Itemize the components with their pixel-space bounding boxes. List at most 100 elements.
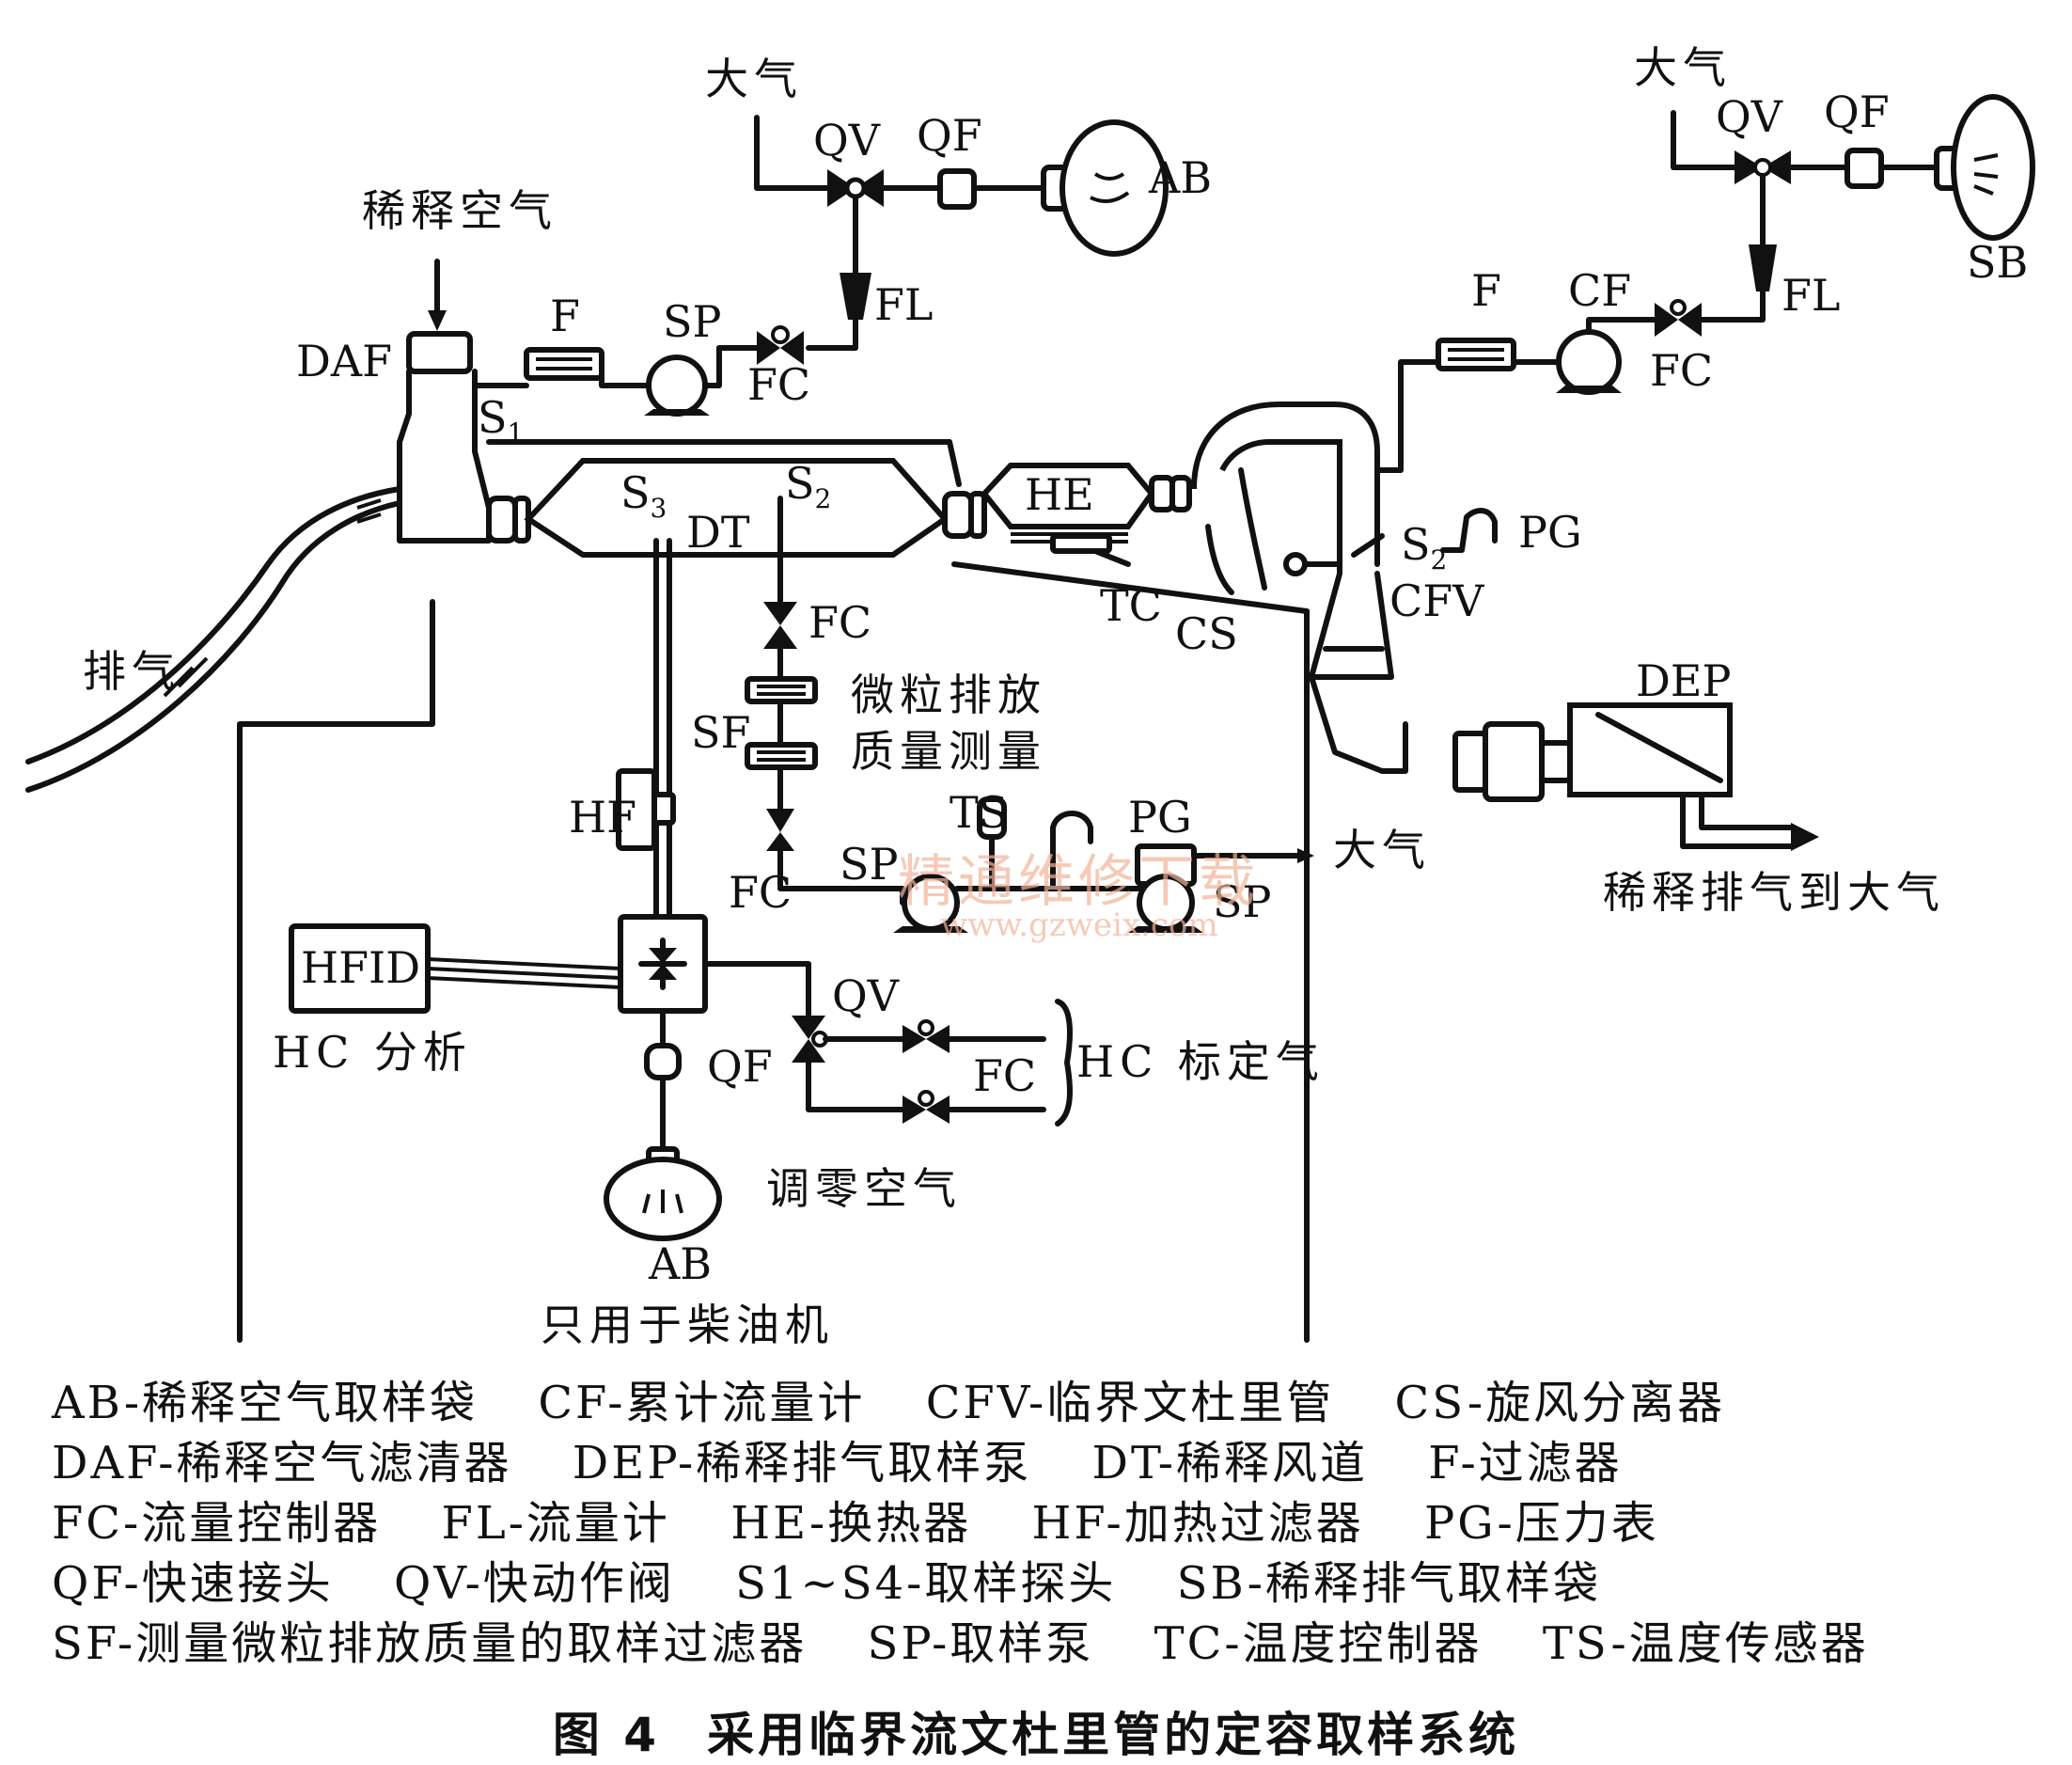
label-dilute-exhaust: 稀释排气到大气 (1603, 867, 1945, 918)
sample-pump-top (644, 355, 710, 417)
label-qf-right: QF (1824, 87, 1890, 137)
figure-caption: 图 4 采用临界流文杜里管的定容取样系统 (0, 1697, 2072, 1765)
label-particle-2: 质量测量 (851, 726, 1046, 777)
particulate-pumps (893, 796, 1314, 933)
legend-item: SP-取样泵 (867, 1617, 1094, 1670)
filter-right (1436, 338, 1516, 371)
cyclone-separator (1191, 402, 1380, 595)
label-pg-mid: PG (1128, 792, 1192, 843)
label-f-left: F (550, 291, 580, 341)
legend-item: HE-换热器 (730, 1497, 972, 1550)
quick-valve-low (792, 1016, 828, 1063)
sample-pump-mid-right (1128, 843, 1203, 933)
label-fc-cal: FC (973, 1050, 1036, 1101)
legend-item: CS-旋风分离器 (1394, 1377, 1726, 1429)
label-qv-right: QV (1716, 91, 1783, 142)
label-s2-right: S2 (1401, 519, 1447, 575)
watermark: 精通维修下载 (898, 849, 1259, 915)
label-dt: DT (686, 507, 750, 558)
label-diesel-only: 只用于柴油机 (541, 1300, 834, 1350)
legend-item: SB-稀释排气取样袋 (1176, 1557, 1601, 1610)
cumulative-flow-meter (1556, 329, 1622, 395)
flow-controller-low (766, 809, 794, 851)
label-cf: CF (1568, 265, 1631, 316)
figure-number: 图 4 (552, 1708, 661, 1762)
legend-item: DAF-稀释空气滤清器 (52, 1437, 512, 1489)
legend-item: S1~S4-取样探头 (735, 1557, 1117, 1610)
flow-meter-left (840, 273, 871, 320)
flow-controller-cal-2 (903, 1090, 950, 1124)
label-f-right: F (1471, 265, 1501, 316)
top-right-bag-branch (1360, 94, 2035, 473)
dilute-exhaust-pump (1452, 702, 1819, 851)
label-cs: CS (1175, 608, 1238, 659)
sample-pump-branch-top (472, 345, 722, 417)
exhaust-pipe (25, 486, 402, 793)
label-hfid: HFID (301, 942, 420, 993)
label-fc-top: FC (747, 359, 810, 410)
legend-item: DT-稀释风道 (1091, 1437, 1369, 1489)
label-pg-right: PG (1518, 507, 1582, 558)
label-hc-analysis: HC 分析 (273, 1027, 472, 1078)
legend: AB-稀释空气取样袋 CF-累计流量计 CFV-临界文杜里管 CS-旋风分离器 … (52, 1373, 2026, 1674)
flow-meter-right (1749, 244, 1777, 292)
legend-item: F-过滤器 (1428, 1437, 1623, 1489)
filter-left (524, 347, 604, 381)
particulate-branch (745, 496, 905, 891)
label-fc-low: FC (729, 867, 792, 918)
legend-item: CF-累计流量计 (538, 1377, 866, 1429)
label-ab-top: AB (1148, 152, 1212, 203)
legend-item: TC-温度控制器 (1154, 1617, 1483, 1670)
flow-controller-cal-1 (903, 1019, 950, 1053)
label-sp-top: SP (663, 296, 721, 347)
label-ab-low: AB (648, 1238, 712, 1289)
dilution-air-filter (397, 331, 492, 544)
label-qv-top: QV (813, 115, 881, 165)
label-fc-mid: FC (808, 597, 871, 648)
label-atm-mid: 大气 (1333, 825, 1431, 875)
label-sp-mid-right: SP (1213, 876, 1271, 927)
label-he: HE (1025, 469, 1094, 520)
quick-connector-top-left (937, 168, 977, 210)
critical-flow-venturi (1283, 524, 1408, 774)
label-s2-dt: S2 (785, 458, 831, 514)
label-tc: TC (1100, 580, 1162, 631)
label-sb: SB (1967, 237, 2028, 288)
temperature-controller (1050, 533, 1131, 567)
label-qf-top: QF (917, 110, 982, 161)
figure-title: 采用临界流文杜里管的定容取样系统 (707, 1708, 1520, 1762)
legend-item: FC-流量控制器 (52, 1497, 382, 1550)
legend-item: SF-测量微粒排放质量的取样过滤器 (52, 1617, 808, 1670)
label-cfv: CFV (1389, 575, 1484, 626)
watermark-url: www.gzweix.com (940, 906, 1218, 944)
flow-controller-mid (763, 602, 797, 649)
flow-controller-right (1655, 299, 1702, 337)
label-ts: TS (950, 787, 1008, 838)
label-sf: SF (691, 707, 750, 758)
label-fl-right: FL (1782, 270, 1840, 321)
sample-pump-mid-left (893, 874, 968, 933)
cvs-sampling-diagram: 大气 QV QF AB FL FC (25, 42, 2035, 1350)
quick-connector-top-right (1844, 148, 1884, 189)
dilution-air-inlet (428, 259, 447, 331)
legend-item: CFV-临界文杜里管 (925, 1377, 1335, 1429)
legend-item: QV-快动作阀 (394, 1557, 675, 1610)
label-exhaust: 排气 (83, 646, 181, 697)
label-daf: DAF (296, 336, 392, 386)
temperature-sensor (977, 796, 1007, 840)
label-dep: DEP (1636, 655, 1731, 706)
label-hf: HF (569, 792, 636, 843)
label-sp-mid-left: SP (840, 839, 898, 890)
heat-exchanger (981, 463, 1192, 544)
dilution-tunnel (237, 439, 1310, 1343)
label-hc-cal: HC 标定气 (1076, 1036, 1325, 1087)
zero-air-bag (604, 1146, 722, 1241)
pressure-gauge-right (1440, 508, 1498, 553)
legend-item: DEP-稀释排气取样泵 (572, 1437, 1032, 1489)
hc-branch (289, 538, 1073, 1241)
quick-connector-low (644, 1043, 682, 1080)
legend-item: TS-温度传感器 (1542, 1617, 1869, 1670)
dilute-exhaust-bag (1934, 94, 2035, 241)
dilution-air-bag-top (1041, 119, 1169, 257)
legend-item: PG-压力表 (1423, 1497, 1659, 1550)
